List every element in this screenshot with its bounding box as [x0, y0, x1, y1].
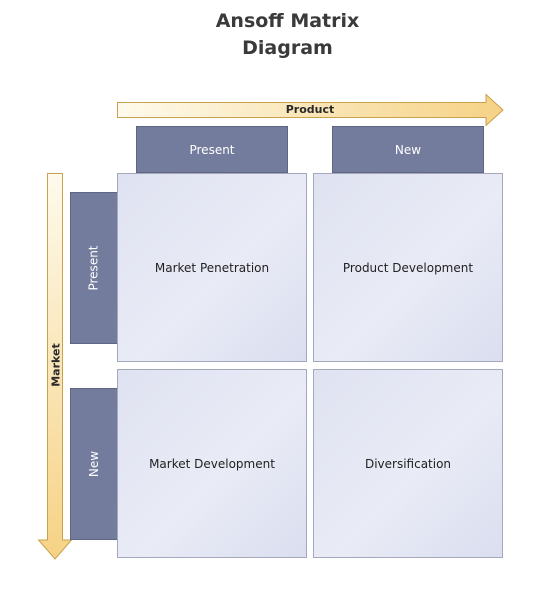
diagram-title: Ansoff Matrix Diagram: [0, 8, 560, 62]
row-header-present: Present: [70, 192, 118, 344]
cell-label: Market Development: [149, 456, 275, 471]
cell-market-development: Market Development: [117, 369, 307, 558]
market-axis-arrow: [37, 173, 73, 560]
market-axis-label: Market: [49, 343, 63, 387]
column-header-label: New: [394, 142, 422, 157]
cell-diversification: Diversification: [313, 369, 503, 558]
row-header-new: New: [70, 388, 118, 540]
row-header-label: Present: [87, 245, 101, 291]
title-line-2: Diagram: [242, 37, 333, 59]
cell-label: Diversification: [364, 456, 452, 471]
column-header-new: New: [332, 126, 484, 173]
row-header-label: New: [87, 450, 101, 478]
column-header-present: Present: [136, 126, 288, 173]
cell-label: Product Development: [342, 260, 474, 275]
cell-product-development: Product Development: [313, 173, 503, 362]
cell-market-penetration: Market Penetration: [117, 173, 307, 362]
title-line-1: Ansoff Matrix: [215, 10, 360, 32]
product-axis-label: Product: [285, 103, 335, 116]
cell-label: Market Penetration: [154, 260, 270, 275]
column-header-label: Present: [189, 142, 235, 157]
product-axis-arrow: [117, 93, 504, 127]
